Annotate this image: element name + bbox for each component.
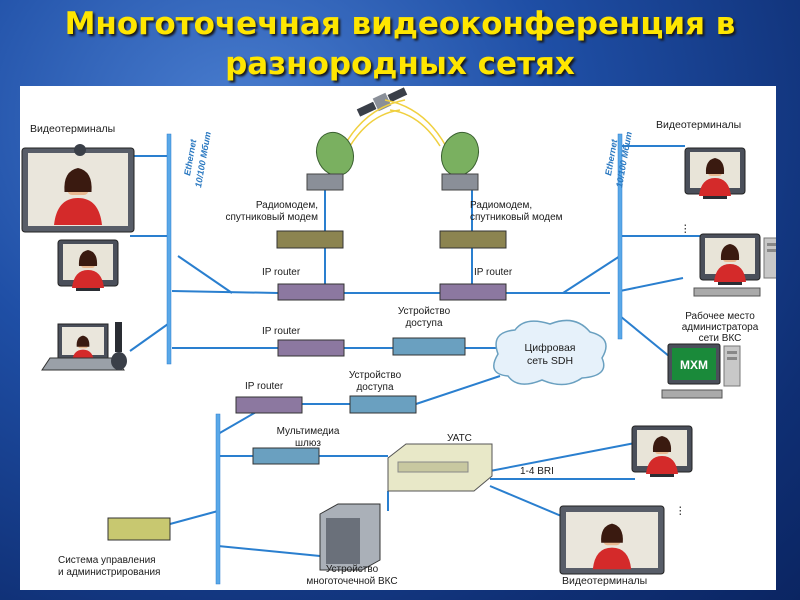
ethernet-label-left-2: 10/100 Мбит bbox=[193, 131, 213, 188]
modem-device-right bbox=[439, 230, 507, 249]
admin-workstation-label-2: администратора bbox=[682, 322, 759, 333]
access-device-label-2-2: доступа bbox=[356, 382, 394, 393]
access-device-1 bbox=[392, 337, 466, 356]
satellite-dish-right bbox=[440, 131, 480, 191]
slide-title-line-2: разнородных сетях bbox=[225, 46, 575, 82]
videoterminals-label-top-left: Видеотерминалы bbox=[30, 123, 115, 135]
radiomodem-label-left-2: спутниковый модем bbox=[225, 212, 318, 223]
radiomodem-label-right-2: спутниковый модем bbox=[470, 212, 563, 223]
ethernet-bus-bottom bbox=[215, 413, 221, 585]
ip-router-device-4 bbox=[235, 396, 303, 414]
ip-router-label-1: IP router bbox=[262, 267, 301, 278]
bri-label: 1-4 BRI bbox=[520, 466, 554, 477]
management-system-device bbox=[107, 517, 171, 541]
sdh-cloud-label-1: Цифровая bbox=[525, 342, 576, 354]
sdh-cloud bbox=[493, 319, 607, 386]
videoterminal-tv-large bbox=[21, 144, 135, 233]
mcu-label-2: многоточечной ВКС bbox=[306, 576, 397, 587]
radiomodem-label-right-1: Радиомодем, bbox=[470, 200, 532, 211]
management-system-label-2: и администрирования bbox=[58, 567, 160, 578]
access-device-label-2-1: Устройство bbox=[349, 370, 402, 381]
access-device-2 bbox=[349, 395, 417, 414]
ip-router-label-4: IP router bbox=[245, 381, 284, 392]
ip-router-device-2 bbox=[439, 283, 507, 301]
ip-router-label-2: IP router bbox=[474, 267, 513, 278]
ellipsis-right-2: ⋮ bbox=[675, 505, 686, 517]
access-device-label-1-1: Устройство bbox=[398, 306, 451, 317]
network-links bbox=[50, 145, 700, 557]
ip-router-device-1 bbox=[277, 283, 345, 301]
videoterminals-label-bottom: Видеотерминалы bbox=[562, 575, 647, 587]
admin-workstation bbox=[661, 343, 741, 399]
mcu-device bbox=[319, 503, 381, 571]
videoterminal-tv-right-1 bbox=[684, 147, 746, 200]
radiomodem-label-left-1: Радиомодем, bbox=[256, 200, 318, 211]
uats-label: УАТС bbox=[447, 433, 472, 444]
mcu-label-1: Устройство bbox=[326, 564, 379, 575]
videoterminal-laptop bbox=[41, 322, 127, 371]
slide-title: Многоточечная видеоконференция в разноро… bbox=[0, 4, 800, 84]
satellite-waves bbox=[339, 99, 451, 155]
ethernet-label-right-2: 10/100 Мбит bbox=[614, 131, 634, 188]
videoterminal-tv-right-2 bbox=[631, 425, 693, 478]
admin-workstation-label-1: Рабочее место bbox=[685, 310, 755, 322]
multimedia-gateway-device bbox=[252, 447, 320, 465]
satellite-dish-left bbox=[306, 131, 355, 191]
videoterminals-label-top-right: Видеотерминалы bbox=[656, 119, 741, 131]
uats-device bbox=[387, 443, 493, 492]
videoterminal-tv-right-3 bbox=[559, 505, 665, 575]
satellite-icon bbox=[356, 87, 408, 117]
videoterminal-pc-right bbox=[693, 233, 781, 297]
multimedia-gateway-label-1: Мультимедиа bbox=[277, 426, 340, 437]
slide-title-line-1: Многоточечная видеоконференция в bbox=[64, 6, 736, 42]
modem-device-left bbox=[276, 230, 344, 249]
ip-router-device-3 bbox=[277, 339, 345, 357]
ethernet-bus-right bbox=[617, 133, 623, 340]
multimedia-gateway-label-2: шлюз bbox=[295, 438, 321, 449]
ethernet-bus-left bbox=[166, 133, 172, 365]
admin-workstation-label-3: сети ВКС bbox=[699, 333, 742, 344]
ellipsis-right-1: ⋮ bbox=[680, 223, 691, 235]
access-device-label-1-2: доступа bbox=[405, 318, 443, 329]
ip-router-label-3: IP router bbox=[262, 326, 301, 337]
videoterminal-tv-small bbox=[57, 239, 119, 292]
monitor-brand-text: MXM bbox=[680, 358, 708, 372]
management-system-label-1: Система управления bbox=[58, 555, 156, 566]
network-diagram: Ethernet 10/100 Мбит Ethernet 10/100 Мби… bbox=[20, 86, 781, 590]
sdh-cloud-label-2: сеть SDH bbox=[527, 355, 573, 367]
